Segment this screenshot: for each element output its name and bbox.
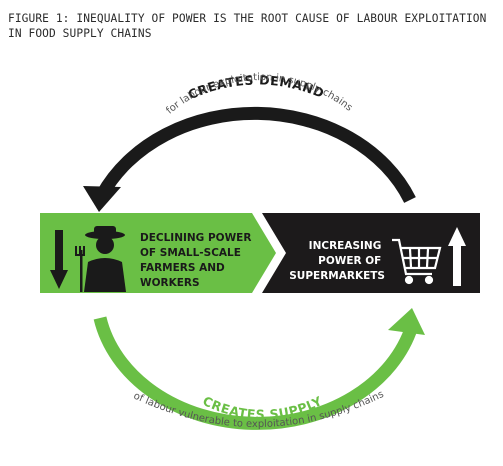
right-panel-line-2: POWER OF [318, 255, 381, 267]
down-arrow-icon [50, 230, 68, 289]
figure-title: FIGURE 1: INEQUALITY OF POWER IS THE ROO… [8, 11, 498, 41]
creates-supply-arrow [93, 308, 425, 430]
figure-title-line-1: FIGURE 1: INEQUALITY OF POWER IS THE ROO… [8, 12, 487, 25]
right-panel-line-3: SUPERMARKETS [289, 270, 385, 282]
left-panel-line-4: WORKERS [140, 277, 200, 289]
top-arc [96, 106, 416, 203]
left-panel-text: DECLINING POWER OF SMALL-SCALE FARMERS A… [140, 232, 255, 289]
farmer-icon [75, 226, 126, 292]
up-arrow-icon [448, 227, 466, 286]
creates-demand-arrow [83, 106, 416, 212]
left-panel-line-1: DECLINING POWER [140, 232, 251, 244]
right-panel-line-1: INCREASING [309, 240, 382, 252]
top-arrowhead [83, 186, 121, 212]
figure-title-line-2: IN FOOD SUPPLY CHAINS [8, 27, 152, 40]
bottom-arc [93, 316, 419, 430]
right-panel-text: INCREASING POWER OF SUPERMARKETS [289, 240, 385, 282]
left-panel-line-3: FARMERS AND [140, 262, 225, 274]
right-panel: INCREASING POWER OF SUPERMARKETS [262, 213, 480, 293]
left-panel-line-2: OF SMALL-SCALE [140, 247, 241, 259]
shopping-cart-icon [392, 238, 442, 285]
bottom-arrowhead [388, 308, 425, 335]
left-panel: DECLINING POWER OF SMALL-SCALE FARMERS A… [40, 213, 276, 293]
